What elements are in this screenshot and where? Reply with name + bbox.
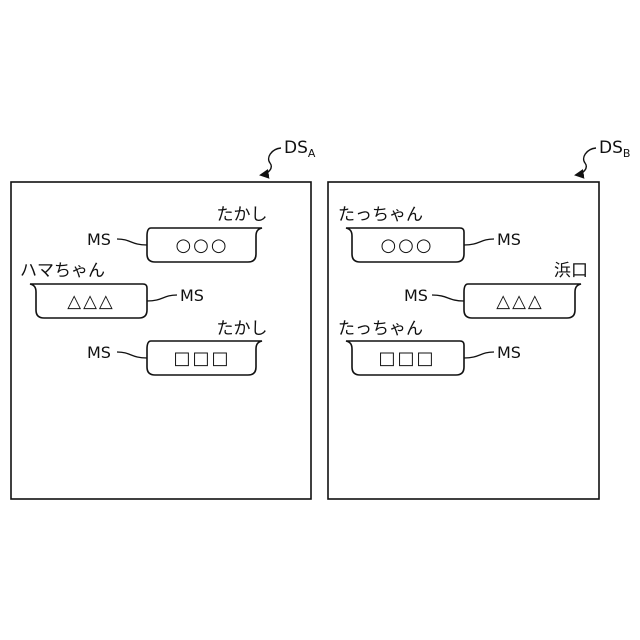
sender-name: たっちゃん	[338, 319, 423, 339]
message-tag: MS	[87, 343, 111, 362]
message-body: △△△	[496, 291, 544, 312]
message-tag: MS	[180, 286, 204, 305]
screen-a-label: DSA	[284, 138, 316, 160]
screen-b-label: DSB	[599, 138, 630, 160]
message-body: ○○○	[175, 235, 228, 256]
message-bubble: たっちゃん ○○○ MS	[338, 205, 521, 262]
screen-a-leader-arrow	[261, 148, 281, 175]
callout-line	[432, 295, 464, 301]
message-bubble: たかし ○○○ MS	[87, 205, 268, 262]
message-tag: MS	[87, 230, 111, 249]
callout-line	[147, 295, 177, 301]
display-screen-b: DSB たっちゃん ○○○ MS 浜口 △△△ MS たっちゃん □□□ MS	[328, 138, 630, 499]
message-body: □□□	[173, 348, 230, 369]
sender-name: たっちゃん	[338, 205, 423, 225]
message-tag: MS	[404, 286, 428, 305]
display-screen-a: DSA たかし ○○○ MS ハマちゃん △△△ MS たかし □□□ MS	[11, 138, 316, 499]
message-body: ○○○	[380, 235, 433, 256]
screen-b-leader-arrow	[576, 148, 596, 175]
message-tag: MS	[497, 230, 521, 249]
callout-line	[464, 239, 494, 245]
sender-name: 浜口	[554, 261, 588, 281]
message-bubble: たっちゃん □□□ MS	[338, 319, 521, 375]
callout-line	[117, 239, 147, 245]
sender-name: たかし	[217, 205, 268, 225]
sender-name: たかし	[217, 319, 268, 339]
message-bubble: たかし □□□ MS	[87, 319, 268, 375]
message-bubble: 浜口 △△△ MS	[404, 261, 588, 318]
message-tag: MS	[497, 343, 521, 362]
message-bubble: ハマちゃん △△△ MS	[20, 261, 204, 318]
sender-name: ハマちゃん	[20, 261, 105, 281]
callout-line	[117, 352, 147, 358]
message-body: □□□	[378, 348, 435, 369]
message-body: △△△	[67, 291, 115, 312]
callout-line	[464, 352, 494, 358]
